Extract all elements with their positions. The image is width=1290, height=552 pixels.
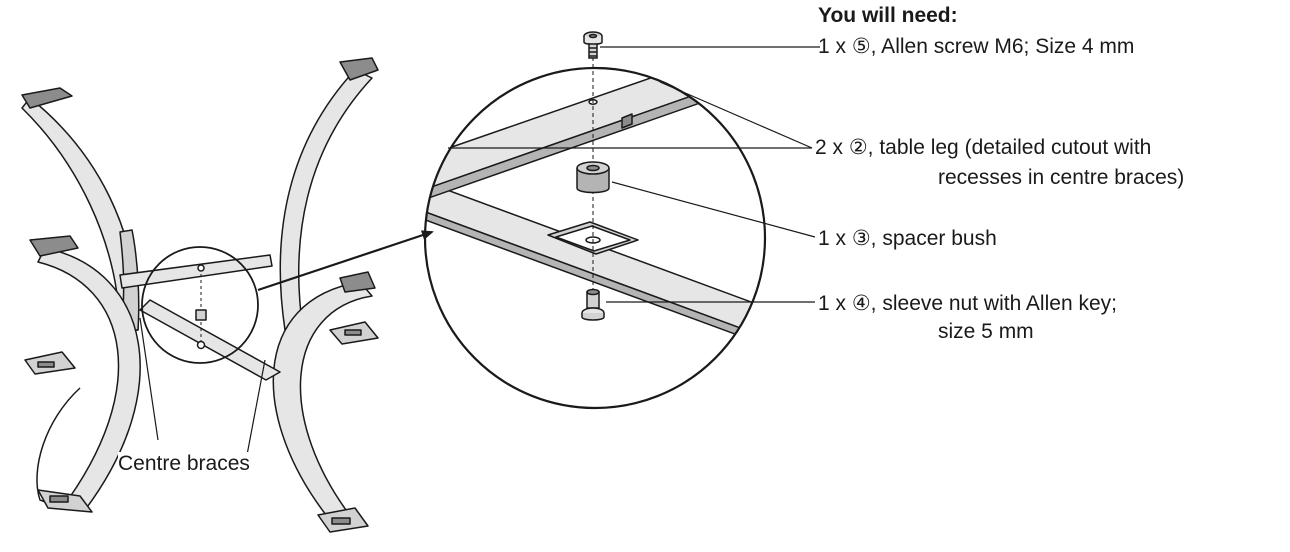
centre-braces-overview [119, 254, 281, 381]
leg-left-arch [24, 235, 141, 513]
part-sleeve-nut-line2: size 5 mm [938, 320, 1034, 343]
spacer-bush [576, 161, 610, 194]
leg-right-arch [272, 271, 379, 533]
overview-hardware [195, 264, 207, 350]
allen-screw [583, 31, 603, 59]
callout-leaders [448, 46, 820, 303]
part-allen-screw-line1: 1 x ⑤, Allen screw M6; Size 4 mm [818, 35, 1135, 58]
leg-back-left [21, 87, 140, 331]
detail-hardware [576, 31, 610, 321]
zoom-arrow [257, 230, 434, 292]
leg-back-right [279, 57, 379, 331]
sleeve-nut [581, 288, 605, 321]
overview-detail-circle [141, 246, 259, 364]
leader-spacer-bush [611, 181, 816, 238]
leader-table-leg-upper [659, 81, 813, 149]
centre-braces-leaders [139, 317, 266, 456]
detail-magnifier-circle [423, 66, 767, 410]
part-sleeve-nut-line1: 1 x ④, sleeve nut with Allen key; [818, 292, 1117, 315]
table-frame-overview [21, 57, 379, 533]
part-table-leg-line2: recesses in centre braces) [938, 166, 1185, 189]
centre-braces-label: Centre braces [118, 452, 250, 476]
part-spacer-bush-line1: 1 x ③, spacer bush [818, 227, 997, 250]
parts-header: You will need: [818, 4, 958, 27]
part-table-leg-line1: 2 x ②, table leg (detailed cutout with [815, 136, 1152, 159]
